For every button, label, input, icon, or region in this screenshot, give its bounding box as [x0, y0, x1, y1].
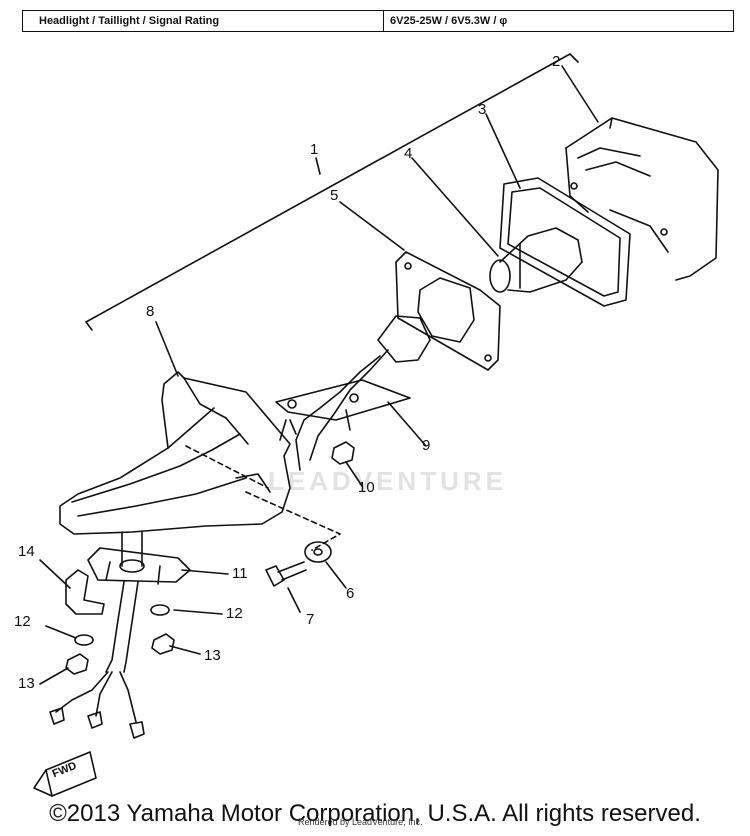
watermark: LEADVENTURE: [268, 466, 508, 496]
washer-12b-shape: [150, 604, 170, 616]
callout-part-2: 2: [552, 53, 561, 70]
callout-part-4: 4: [404, 145, 413, 162]
render-credit: Rendered by LeadVenture, Inc.: [298, 817, 423, 827]
callout-part-12b: 12: [226, 605, 243, 622]
bracket-plate-shape: [275, 379, 411, 441]
rating-table: Headlight / Taillight / Signal Rating 6V…: [22, 10, 734, 32]
callout-part-1: 1: [310, 141, 319, 158]
nut-13a-shape: [65, 653, 89, 675]
copyright-footer: ©2013 Yamaha Motor Corporation, U.S.A. A…: [49, 800, 701, 827]
rating-label: Headlight / Taillight / Signal Rating: [23, 11, 384, 31]
callout-part-12a: 12: [14, 613, 31, 630]
fwd-arrow-shape: [33, 751, 97, 797]
screw-shape: [265, 561, 307, 587]
washer-6-shape: [304, 541, 332, 563]
callout-part-11: 11: [232, 565, 248, 582]
callout-part-3: 3: [478, 101, 487, 118]
wire-harness-shape: [49, 581, 145, 739]
rating-value: 6V25-25W / 6V5.3W / φ: [390, 15, 508, 27]
bulb-shape: [489, 227, 583, 293]
washer-12a-shape: [74, 634, 94, 646]
callout-part-10: 10: [358, 479, 375, 496]
clamp-shape: [65, 569, 105, 615]
nut-10-shape: [331, 441, 355, 465]
assembly-bracket: [85, 53, 579, 331]
lens-shape: [565, 117, 719, 281]
socket-plate-shape: [377, 251, 501, 371]
callout-part-14: 14: [18, 543, 35, 560]
callout-part-7: 7: [306, 611, 315, 628]
callout-part-13b: 13: [204, 647, 221, 664]
socket-wire: [295, 355, 381, 471]
callout-part-6: 6: [346, 585, 355, 602]
housing-shape: [59, 371, 291, 535]
callout-part-9: 9: [422, 437, 431, 454]
nut-13b-shape: [151, 633, 175, 655]
mount-plate-shape: [87, 531, 191, 585]
callout-part-5: 5: [330, 187, 339, 204]
gasket-shape: [499, 177, 631, 307]
callout-part-13a: 13: [18, 675, 35, 692]
callout-part-8: 8: [146, 303, 155, 320]
